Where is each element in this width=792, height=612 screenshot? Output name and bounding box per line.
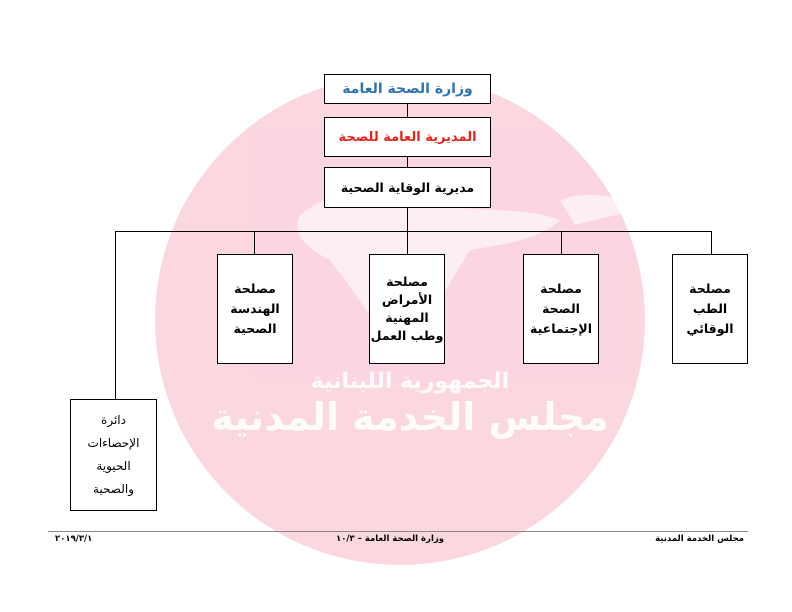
statistics-line: دائرة (101, 413, 126, 428)
ministry-box: وزارة الصحة العامة (324, 74, 491, 104)
occupational-line: الأمراض (381, 291, 433, 307)
preventive-line: الطب (692, 301, 728, 316)
prevention-label: مديرية الوقاية الصحية (340, 180, 475, 195)
statistics-box: دائرة الإحصاءات الحيوية والصحية (70, 399, 157, 511)
directorate-box: المديرية العامة للصحة (324, 117, 491, 157)
preventive-box: مصلحة الطب الوقائي (672, 254, 748, 364)
connector-engineering (254, 231, 255, 254)
social-line: الإجتماعية (530, 321, 592, 336)
connector-preventive (711, 231, 712, 254)
connector-ministry-directorate (407, 104, 408, 117)
footer-divider (48, 531, 748, 532)
prevention-box: مديرية الوقاية الصحية (324, 167, 491, 208)
social-line: الصحة (542, 301, 580, 316)
connector-prevention-bus (407, 208, 408, 231)
directorate-label: المديرية العامة للصحة (338, 129, 477, 145)
ministry-label: وزارة الصحة العامة (342, 81, 473, 97)
engineering-box: مصلحة الهندسة الصحية (217, 254, 293, 364)
footer-council-name: مجلس الخدمة المدنية (655, 534, 744, 544)
footer-page-info: وزارة الصحة العامة – ١٠/٣ (336, 534, 445, 544)
engineering-line: الصحية (233, 321, 277, 336)
engineering-line: مصلحة (234, 281, 276, 296)
occupational-line: وطب العمل (370, 328, 444, 344)
connector-social (561, 231, 562, 254)
preventive-line: مصلحة (689, 281, 731, 296)
connector-statistics (115, 231, 116, 399)
connector-directorate-prevention (407, 157, 408, 167)
social-box: مصلحة الصحة الإجتماعية (523, 254, 599, 364)
statistics-line: والصحية (93, 481, 134, 496)
statistics-line: الحيوية (96, 459, 131, 473)
engineering-line: الهندسة (230, 301, 280, 316)
occupational-line: مصلحة (386, 273, 428, 289)
connector-horizontal-bus (115, 231, 712, 232)
statistics-line: الإحصاءات (87, 436, 140, 451)
connector-occupational (407, 231, 408, 254)
occupational-line: المهنية (385, 310, 429, 325)
social-line: مصلحة (540, 281, 582, 296)
footer-date: ٢٠١٩/٣/١ (55, 534, 93, 544)
occupational-box: مصلحة الأمراض المهنية وطب العمل (369, 254, 445, 364)
preventive-line: الوقائي (686, 321, 734, 336)
watermark-line1: الجمهورية اللبنانية (311, 369, 509, 394)
watermark-line2: مجلس الخدمة المدنية (211, 395, 608, 439)
